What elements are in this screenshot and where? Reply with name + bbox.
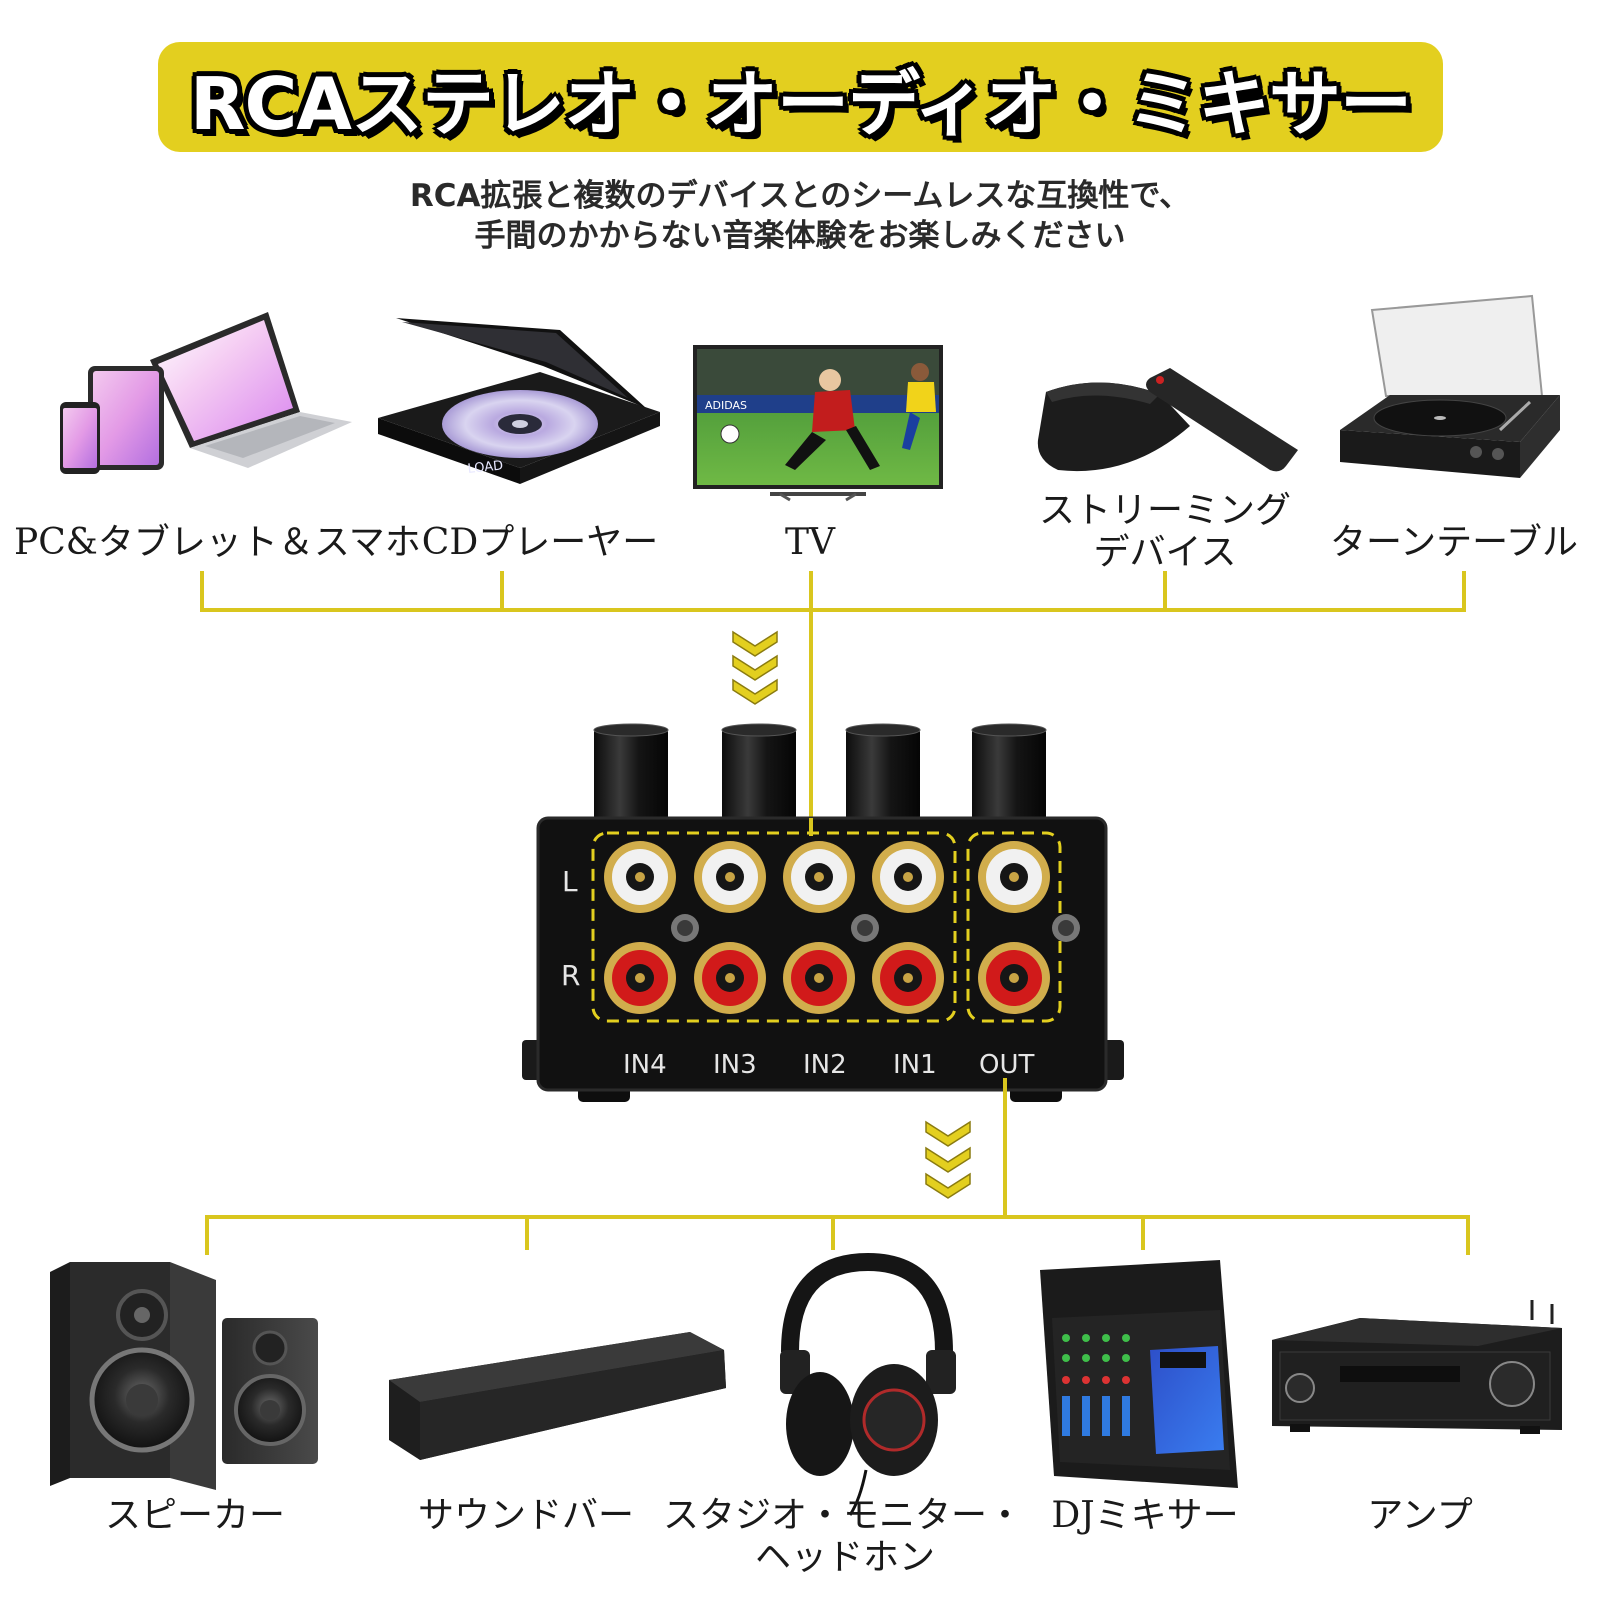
- down-arrow-icon-bottom: [925, 1121, 971, 1199]
- laptop-tablet-phone-icon: [60, 312, 352, 474]
- tv-advert-text: ADIDAS: [705, 399, 747, 412]
- input-label-turntable: ターンテーブル: [1329, 522, 1579, 563]
- output-label-amp: アンプ: [1367, 1495, 1473, 1536]
- subtitle-line-1: RCA拡張と複数のデバイスとのシームレスな互換性で、: [409, 178, 1191, 214]
- input-label-cd: CDプレーヤー: [421, 522, 659, 563]
- title-banner: [158, 42, 1443, 152]
- input-label-tv: TV: [784, 522, 835, 563]
- right-channel-label: R: [561, 959, 580, 992]
- port-label-in1: IN1: [893, 1050, 937, 1080]
- output-connector-lines: [205, 1078, 1470, 1255]
- output-label-speaker: スピーカー: [104, 1495, 285, 1536]
- streaming-device-icon: [1037, 368, 1298, 472]
- output-label-soundbar: サウンドバー: [417, 1495, 634, 1536]
- speakers-icon: [50, 1262, 318, 1490]
- rca-mixer-device: L R IN4 IN3 IN2 IN1 OUT: [522, 723, 1124, 1102]
- output-label-headphones-2: ヘッドホン: [754, 1537, 935, 1578]
- volume-knob-icon: [593, 723, 1047, 822]
- input-label-streaming-1: ストリーミング: [1038, 490, 1291, 531]
- port-label-in3: IN3: [713, 1050, 757, 1080]
- subtitle-line-2: 手間のかからない音楽体験をお楽しみください: [474, 218, 1126, 254]
- tv-icon: ADIDAS: [693, 345, 943, 502]
- port-label-out: OUT: [979, 1050, 1034, 1080]
- headphones-icon: [780, 1252, 956, 1516]
- cd-player-icon: LOAD: [378, 318, 660, 484]
- input-connector-lines: [200, 571, 1466, 835]
- amplifier-icon: [1272, 1300, 1562, 1434]
- left-channel-label: L: [562, 865, 578, 898]
- port-label-in4: IN4: [623, 1050, 667, 1080]
- output-label-headphones-1: スタジオ・モニター・: [662, 1495, 1023, 1536]
- dj-mixer-icon: [1040, 1260, 1238, 1488]
- rca-jack-right-red: [604, 942, 1050, 1014]
- output-label-dj-mixer: DJミキサー: [1051, 1495, 1239, 1536]
- input-label-pc: PC&タブレット＆スマホ: [14, 522, 421, 563]
- cd-display-text: LOAD: [467, 458, 504, 477]
- turntable-icon: [1340, 294, 1560, 478]
- port-label-in2: IN2: [803, 1050, 847, 1080]
- rca-jack-left-white: [604, 841, 1050, 913]
- screw-icon: [671, 914, 1080, 942]
- page-title: RCAステレオ・オーディオ・ミキサー: [190, 61, 1412, 146]
- soundbar-icon: [389, 1332, 726, 1460]
- input-label-streaming-2: デバイス: [1093, 532, 1237, 573]
- down-arrow-icon-top: [732, 631, 778, 705]
